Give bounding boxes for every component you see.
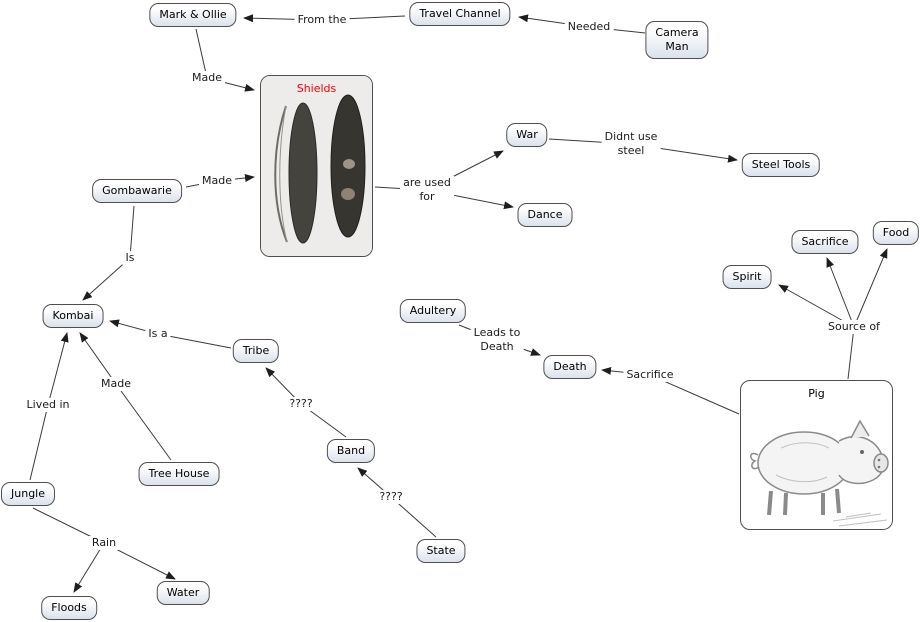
node-camera-man[interactable]: Camera Man <box>645 21 709 59</box>
pig-tail <box>750 452 760 470</box>
link-line <box>853 248 888 328</box>
ground-shading <box>832 512 888 527</box>
link-line <box>847 326 855 380</box>
link-label-made-shields-1[interactable]: Made <box>189 71 225 85</box>
node-state[interactable]: State <box>416 539 466 563</box>
link-label-is-a[interactable]: Is a <box>145 327 171 341</box>
shield-ornament-top <box>343 159 355 169</box>
link-label-rain[interactable]: Rain <box>88 536 120 550</box>
node-mark-ollie[interactable]: Mark & Ollie <box>149 3 237 27</box>
node-adultery[interactable]: Adultery <box>399 299 467 323</box>
link-label-are-used-for[interactable]: are used for <box>400 176 454 204</box>
node-shields[interactable]: Shields <box>260 75 373 257</box>
link-line <box>115 383 172 461</box>
shields-label: Shields <box>296 82 337 95</box>
shield-left <box>288 102 318 244</box>
pig-eye <box>860 450 864 454</box>
node-jungle[interactable]: Jungle <box>1 482 55 506</box>
pig-legs <box>767 488 841 516</box>
pig-snout <box>873 453 889 473</box>
link-label-source-of[interactable]: Source of <box>825 320 883 334</box>
link-line <box>129 205 135 259</box>
node-food[interactable]: Food <box>872 221 920 245</box>
link-line <box>826 257 855 328</box>
pig-body <box>757 431 851 495</box>
link-label-needed[interactable]: Needed <box>564 20 614 34</box>
link-label-from-the[interactable]: From the <box>294 13 350 27</box>
node-tribe[interactable]: Tribe <box>232 339 280 363</box>
pig-nostril <box>877 465 881 469</box>
link-label-made-tree-house[interactable]: Made <box>98 377 134 391</box>
node-pig[interactable]: Pig <box>740 380 893 530</box>
node-dance[interactable]: Dance <box>517 203 573 227</box>
node-tree-house[interactable]: Tree House <box>138 462 220 486</box>
node-spirit[interactable]: Spirit <box>722 265 772 289</box>
node-band[interactable]: Band <box>326 439 376 463</box>
node-death[interactable]: Death <box>543 355 597 379</box>
link-label-unknown-band[interactable]: ???? <box>376 490 406 504</box>
node-war[interactable]: War <box>506 123 548 147</box>
shield-ornament-bottom <box>341 188 355 200</box>
pig-label: Pig <box>808 387 825 400</box>
link-line <box>29 404 49 481</box>
link-line <box>47 332 69 406</box>
link-label-is[interactable]: Is <box>122 251 138 265</box>
link-line <box>73 542 105 593</box>
node-kombai[interactable]: Kombai <box>42 304 104 328</box>
link-label-sacrifice[interactable]: Sacrifice <box>623 368 677 382</box>
link-label-lived-in[interactable]: Lived in <box>23 398 73 412</box>
node-gombawarie[interactable]: Gombawarie <box>92 179 182 203</box>
pig-image <box>750 419 889 527</box>
node-travel-channel[interactable]: Travel Channel <box>409 2 511 26</box>
node-water[interactable]: Water <box>156 581 210 605</box>
link-label-made-shields-2[interactable]: Made <box>199 174 235 188</box>
pig-nostril <box>877 458 881 462</box>
link-line <box>82 257 131 301</box>
link-label-leads-to-death[interactable]: Leads to Death <box>470 326 524 354</box>
pig-ear <box>850 419 870 439</box>
link-line <box>195 28 208 79</box>
bow-curve <box>274 105 288 243</box>
node-steel-tools[interactable]: Steel Tools <box>741 153 821 177</box>
link-label-didnt-use-steel[interactable]: Didnt use steel <box>601 130 661 158</box>
node-floods[interactable]: Floods <box>41 596 97 620</box>
pig-shading <box>775 442 830 483</box>
link-label-unknown-tribe[interactable]: ???? <box>286 397 316 411</box>
bow-curve-inner <box>279 105 288 243</box>
link-line <box>79 332 117 385</box>
node-sacrifice[interactable]: Sacrifice <box>791 230 859 254</box>
shields-image <box>261 76 372 256</box>
